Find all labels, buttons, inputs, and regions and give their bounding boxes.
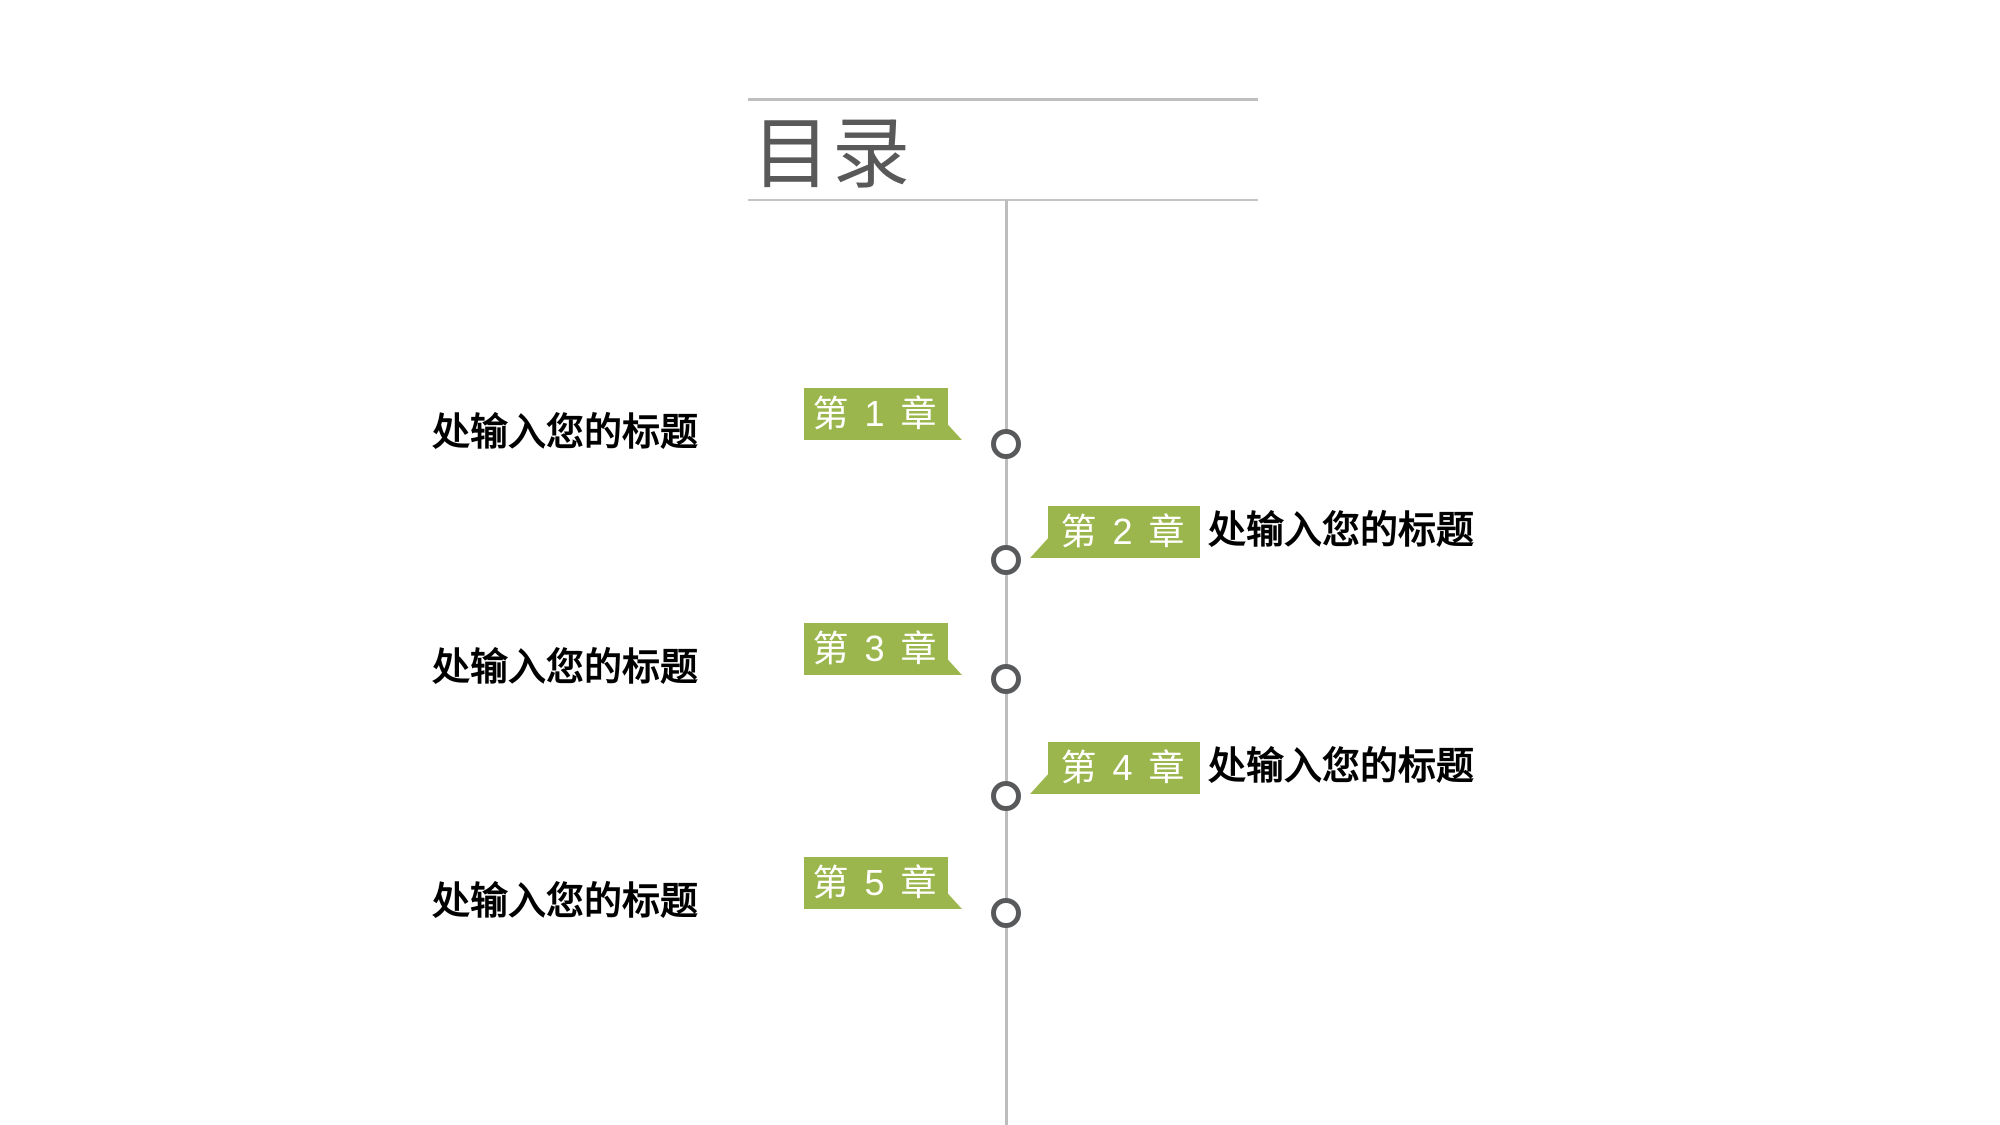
chapter-badge[interactable]: 第 5 章: [804, 857, 948, 909]
timeline-node-icon[interactable]: [991, 898, 1021, 928]
chapter-badge[interactable]: 第 2 章: [1048, 506, 1200, 558]
chapter-badge-tail-icon: [942, 418, 962, 440]
chapter-title[interactable]: 处输入您的标题: [1208, 510, 1475, 552]
page-title: 目录: [752, 110, 913, 198]
chapter-title[interactable]: 处输入您的标题: [432, 881, 699, 923]
chapter-badge[interactable]: 第 1 章: [804, 388, 948, 440]
chapter-badge-tail-icon: [1030, 772, 1050, 794]
timeline-node-icon[interactable]: [991, 545, 1021, 575]
chapter-title[interactable]: 处输入您的标题: [432, 647, 699, 689]
timeline-node-icon[interactable]: [991, 781, 1021, 811]
chapter-badge-tail-icon: [942, 653, 962, 675]
chapter-badge[interactable]: 第 4 章: [1048, 742, 1200, 794]
chapter-badge-tail-icon: [1030, 536, 1050, 558]
header-rule-top: [748, 98, 1258, 101]
timeline-node-icon[interactable]: [991, 664, 1021, 694]
chapter-title[interactable]: 处输入您的标题: [1208, 746, 1475, 788]
header-rule-bottom: [748, 199, 1258, 201]
chapter-badge-tail-icon: [942, 887, 962, 909]
chapter-badge[interactable]: 第 3 章: [804, 623, 948, 675]
timeline-node-icon[interactable]: [991, 429, 1021, 459]
chapter-title[interactable]: 处输入您的标题: [432, 412, 699, 454]
timeline-axis: [1005, 200, 1008, 1125]
